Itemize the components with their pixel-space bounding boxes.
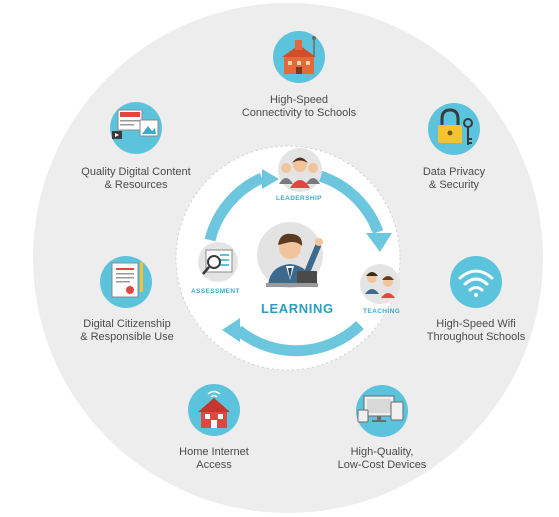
arrow-leadership-to-teaching — [318, 170, 384, 235]
outer-label-digital-citizenship: Digital Citizenship & Responsible Use — [80, 318, 174, 343]
outer-label-wifi: High-Speed Wifi Throughout Schools — [426, 318, 526, 343]
arrowhead-teaching — [366, 233, 392, 252]
arrowhead-leadership — [262, 169, 279, 189]
outer-label-devices: High-Quality, Low-Cost Devices — [337, 446, 427, 471]
arrow-teaching-to-assessment — [234, 320, 364, 357]
teaching-label: TEACHING — [363, 308, 401, 315]
devices-icon — [356, 385, 408, 437]
digital-content-icon — [110, 102, 162, 154]
assessment-icon — [198, 242, 238, 282]
arrow-assessment-to-leadership — [204, 172, 265, 242]
outer-label-home-internet: Home Internet Access — [179, 446, 249, 471]
outer-label-connectivity: High-Speed Connectivity to Schools — [241, 94, 357, 119]
leadership-icon — [278, 148, 322, 192]
cycle-arrows — [204, 170, 384, 357]
school-building-icon — [273, 31, 325, 83]
leadership-label: LEADERSHIP — [276, 195, 322, 202]
learning-title: LEARNING — [261, 301, 334, 316]
padlock-key-icon — [428, 103, 480, 155]
outer-label-digital-content: Quality Digital Content & Resources — [81, 166, 191, 191]
outer-label-data-privacy: Data Privacy & Security — [422, 166, 486, 191]
teaching-icon — [360, 264, 400, 304]
assessment-label: ASSESSMENT — [191, 288, 240, 295]
arrowhead-assessment — [222, 318, 240, 342]
home-wifi-icon — [188, 384, 240, 436]
certificate-document-icon — [100, 256, 152, 308]
wifi-icon — [450, 256, 502, 308]
learning-figure-icon — [257, 222, 323, 288]
